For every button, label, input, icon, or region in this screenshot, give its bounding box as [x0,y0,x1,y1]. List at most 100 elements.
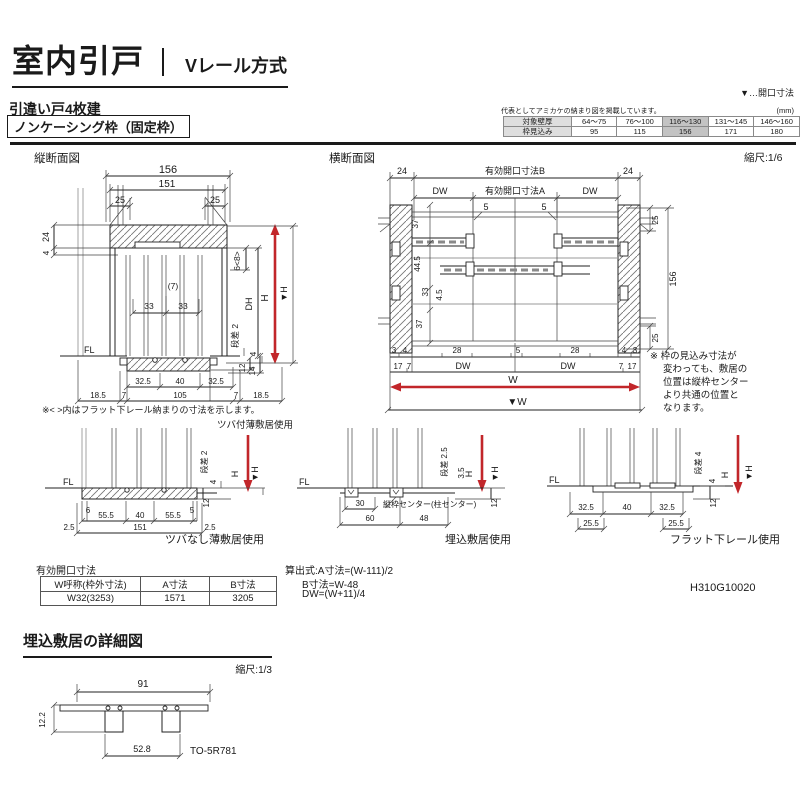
dim-4-5: 4.5 [435,289,444,301]
section-rule [10,142,796,145]
hsec-note: ※ 枠の見込み寸法が 変わっても、敷居の 位置は縦枠センター より共通の位置と … [650,350,749,415]
wall-value: 131～145 [707,116,755,127]
detail-b-caption: 埋込敷居使用 [445,534,511,546]
dim-h: H [464,471,474,478]
page-method: Vレール方式 [185,56,288,76]
a-dim-value: 1571 [140,591,210,606]
dim-30: 30 [356,499,365,508]
wall-value: 64～75 [570,116,618,127]
frame-value: 115 [616,126,663,137]
floor-level-label: FL [549,475,560,485]
detail-c-caption: フラット下レール使用 [670,534,780,546]
dim-6: 6 [86,506,91,515]
dim-18-5-right: 18.5 [253,391,269,400]
dim-h: H [260,294,271,301]
title-rule [12,86,288,88]
dim-dw-bottom-left: DW [456,361,471,371]
dim-37-top: 37 [411,219,420,228]
dim-60: 60 [366,514,375,523]
dim-12: 12 [238,363,247,372]
dim-48: 48 [420,514,429,523]
formula-dw: DW=(W+11)/4 [302,589,366,600]
scale-label: 縮尺:1/6 [744,152,783,164]
dim-7-right: 7 [234,391,239,400]
col-b-dim: B寸法 [209,576,277,592]
hsec-note-line: 変わっても、敷居の [663,364,748,375]
dim-25-bottom: 25 [651,333,660,342]
dim-25-right: 25 [210,195,220,205]
dim-5-right: 5 [541,202,546,212]
embed-title-rule [23,656,272,658]
dim-7-left: 7 [122,391,127,400]
frame-value: 171 [707,126,755,137]
dim-h-marker: ▼H [490,466,500,481]
frame-depth-header: 枠見込み [503,126,572,137]
dim-55-5-right: 55.5 [165,511,181,520]
wall-value-highlighted: 116～130 [661,116,709,127]
dim-32-5-left: 32.5 [135,377,151,386]
dim-7-right: 7 [619,362,624,371]
opening-marker-legend: ▼…開口寸法 [740,88,794,98]
dim-25-top: 25 [651,215,660,224]
dim-dw-bottom-right: DW [561,361,576,371]
horizontal-section-drawing: 24 有効開口寸法B 24 DW 有効開口寸法A DW 5 5 37 44.5 … [378,165,678,414]
dim-32-5-right: 32.5 [659,503,675,512]
dim-40: 40 [623,503,632,512]
dim-w-marker: ▼W [507,397,527,408]
floor-level-label: FL [299,477,310,487]
dim-12: 12 [709,498,718,507]
dim-6-8: 6<8> [232,251,242,270]
dim-32-5-left: 32.5 [578,503,594,512]
hsec-note-line: 位置は縦枠センター [663,377,749,388]
dim-h-marker: ▼H [279,286,289,301]
dim-24: 24 [41,232,51,242]
dim-52-8: 52.8 [133,744,151,754]
b-dim-value: 3205 [209,591,277,606]
frame-value: 180 [753,126,800,137]
dim-3-left: 3 [392,346,397,355]
embed-scale-label: 縮尺:1/3 [235,665,272,676]
dim-5: 5 [190,506,195,515]
dim-5-left: 5 [483,202,488,212]
dim-3-5: 3.5 [457,467,466,479]
dim-step: 段差 2 [199,450,209,473]
part-number: TO-5R781 [190,746,237,757]
dim-dw-left: DW [433,186,448,196]
table-row: 対象壁厚 64～75 76～100 116～130 131～145 146～16… [503,116,800,127]
dim-2-5-right: 2.5 [204,523,216,532]
dim-12: 12 [202,498,211,507]
dim-4: 4 [209,479,218,484]
dim-h-marker: ▼H [250,466,260,481]
dim-5-center: 5 [516,346,521,355]
dim-h: H [230,471,240,478]
w-name-value: W32(3253) [40,591,141,606]
frame-type-label: ノンケーシング枠（固定枠） [7,115,190,138]
dim-4-top: 4 [42,250,51,255]
dim-4-left: 4 [403,346,408,355]
formula-a: 算出式:A寸法=(W-111)/2 [285,566,394,577]
floor-level-label: FL [84,345,95,355]
dim-17-left: 17 [394,362,403,371]
dim-w: W [508,375,518,386]
doc-number: H310G10020 [690,582,756,594]
dim-28-left: 28 [453,346,462,355]
formula-b: B寸法=W-48 [302,580,359,591]
frame-value: 95 [570,126,618,137]
vsec-note: ※< >内はフラット下レール納まりの寸法を示します。 [42,405,260,415]
dim-12-2: 12.2 [38,712,47,728]
opening-dimension-table: W呼称(枠外寸法) A寸法 B寸法 W32(3253) 1571 3205 [40,576,277,606]
wall-thickness-table: 対象壁厚 64～75 76～100 116～130 131～145 146～16… [503,116,800,137]
embed-detail-drawing: 91 12.2 52.8 TO-5R781 [38,679,237,760]
dim-7-left: 7 [407,362,412,371]
vertical-section-label: 縦断面図 [34,153,80,165]
dim-156: 156 [159,164,177,176]
embed-detail-title: 埋込敷居の詳細図 [23,633,144,650]
dim-4-bottom: 4 [249,351,258,356]
table-row: W32(3253) 1571 3205 [40,591,277,606]
legend-unit: (mm) [776,106,795,115]
dim-37-bottom: 37 [415,319,424,328]
dim-151: 151 [159,179,176,190]
detail-a-drawing: FL 段差 2 4 H ▼H 12 6 5 55.5 40 55.5 2.5 1… [45,428,265,537]
dim-25-5-left: 25.5 [583,519,599,528]
